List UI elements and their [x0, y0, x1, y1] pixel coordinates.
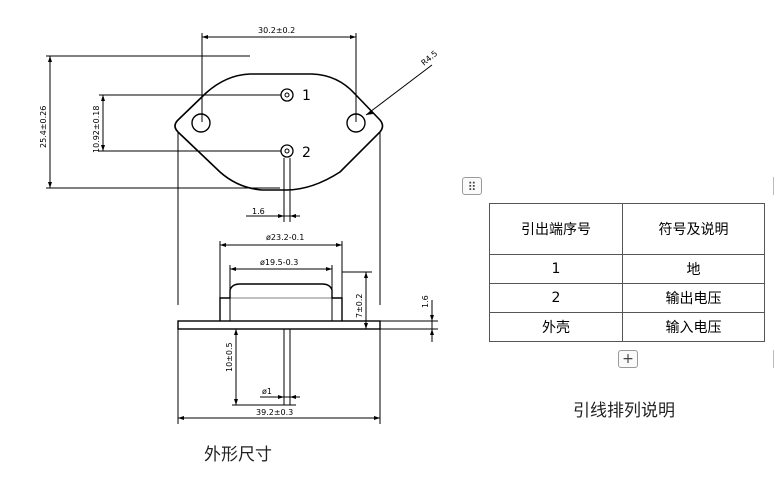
- table-header-symbol: 符号及说明: [622, 203, 765, 255]
- table-row: 外壳 输入电压: [489, 312, 765, 342]
- table-cell: 输出电压: [622, 283, 765, 313]
- pin-arrangement-caption: 引线排列说明: [573, 401, 675, 421]
- dim-height-label: 25.4±0.26: [39, 106, 48, 148]
- dim-width-label: 30.2±0.2: [258, 26, 295, 35]
- edge-marker: [773, 350, 774, 368]
- dim-cap-inner-label: ø19.5-0.3: [260, 258, 298, 267]
- table-header-row: 引出端序号 符号及说明: [489, 203, 765, 255]
- dim-pin-spacing-label: 10.92±0.18: [92, 106, 101, 153]
- table-cell: 2: [489, 283, 623, 313]
- pin-assignment-table: 引出端序号 符号及说明 1 地 2 输出电压 外壳 输入电压: [489, 203, 765, 342]
- table-cell: 1: [489, 254, 623, 284]
- dim-lead-length-label: 10±0.5: [225, 342, 234, 372]
- table-header-pin-number: 引出端序号: [489, 203, 623, 255]
- dim-pin-dia-label: 1.6: [252, 207, 265, 216]
- table-cell: 地: [622, 254, 765, 284]
- outline-dimensions-caption: 外形尺寸: [204, 445, 272, 465]
- dim-flange-label: 1.6: [421, 295, 430, 308]
- dim-total-width-label: 39.2±0.3: [256, 408, 293, 417]
- table-row: 2 输出电压: [489, 283, 765, 313]
- table-cell: 输入电压: [622, 312, 765, 342]
- dim-cap-outer-label: ø23.2-0.1: [266, 233, 304, 242]
- pin-2-label: 2: [302, 145, 311, 161]
- pin-1-label: 1: [302, 88, 311, 104]
- drag-handle-icon[interactable]: ⠿: [462, 177, 482, 195]
- dim-cap-height-label: 7±0.2: [355, 293, 364, 318]
- edge-marker: [773, 177, 774, 195]
- dim-radius-label: R4.5: [420, 49, 440, 68]
- table-cell: 外壳: [489, 312, 623, 342]
- table-row: 1 地: [489, 254, 765, 284]
- dim-lead-dia-label: ø1: [262, 387, 272, 396]
- add-row-button[interactable]: +: [618, 350, 638, 368]
